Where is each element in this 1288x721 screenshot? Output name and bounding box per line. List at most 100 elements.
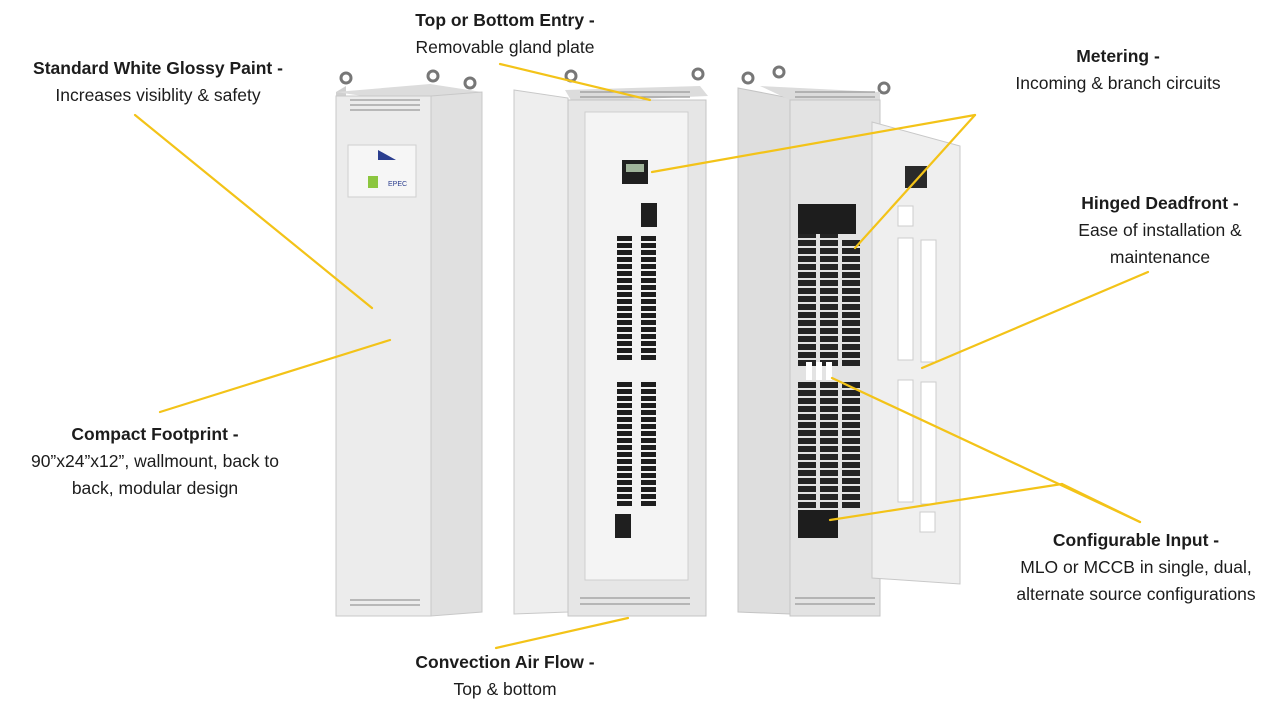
leader-line (853, 113, 977, 250)
breaker-module (842, 478, 860, 484)
breaker-module (820, 438, 838, 444)
closed-cabinet: EPEC (335, 69, 483, 617)
breaker-module (798, 406, 816, 412)
callout-title: Standard White Glossy Paint - (33, 58, 283, 78)
callout-metering: Metering - Incoming & branch circuits (983, 43, 1253, 97)
breaker-slot (617, 480, 632, 485)
breaker-module (798, 422, 816, 428)
breaker-slot (617, 306, 632, 311)
breaker-module (820, 240, 838, 246)
breaker-module (798, 296, 816, 302)
breaker-slot (641, 459, 656, 464)
breaker-module (842, 390, 860, 396)
breaker-module (798, 502, 816, 508)
breaker-module (798, 454, 816, 460)
breaker-slot (641, 313, 656, 318)
breaker-slot (641, 278, 656, 283)
breaker-slot (617, 334, 632, 339)
breaker-module (820, 304, 838, 310)
breaker-slot (617, 341, 632, 346)
breaker-slot (641, 417, 656, 422)
breaker-module (798, 390, 816, 396)
breaker-module (798, 398, 816, 404)
breaker-slot (617, 313, 632, 318)
breaker-module (798, 312, 816, 318)
breaker-module (798, 240, 816, 246)
breaker-module (820, 248, 838, 254)
breaker-module (820, 320, 838, 326)
breaker-module (798, 438, 816, 444)
breaker-module (820, 336, 838, 342)
breaker-module (842, 454, 860, 460)
callout-title: Convection Air Flow - (415, 652, 595, 672)
breaker-slot (641, 494, 656, 499)
breaker-module (842, 288, 860, 294)
breaker-module (798, 382, 816, 388)
breaker-slot (641, 306, 656, 311)
breaker-module (820, 470, 838, 476)
callout-hinged-deadfront: Hinged Deadfront - Ease of installation … (1045, 190, 1275, 271)
breaker-module (820, 390, 838, 396)
breaker-slot (641, 243, 656, 248)
brand-logo (347, 144, 417, 198)
leader-line (920, 270, 1150, 370)
breaker-slot (617, 487, 632, 492)
breaker-module (798, 232, 816, 238)
callout-description-line-1: MLO or MCCB in single, dual, (1020, 557, 1252, 577)
breaker-module (820, 288, 838, 294)
callout-compact-footprint: Compact Footprint - 90”x24”x12”, wallmou… (4, 421, 306, 502)
breaker-module (842, 328, 860, 334)
breaker-slot (641, 466, 656, 471)
breaker-module (820, 264, 838, 270)
breaker-module (842, 462, 860, 468)
breaker-module (842, 344, 860, 350)
breaker-module (798, 320, 816, 326)
breaker-slot (617, 459, 632, 464)
breaker-module (842, 414, 860, 420)
breaker-module (820, 272, 838, 278)
breaker-slot (641, 424, 656, 429)
callout-description-line-1: Ease of installation & (1078, 220, 1242, 240)
breaker-slot (617, 403, 632, 408)
leader-line (133, 113, 374, 310)
breaker-slot (617, 473, 632, 478)
breaker-module (798, 344, 816, 350)
leader-line (494, 616, 630, 650)
breaker-slot (641, 320, 656, 325)
breaker-slot (641, 410, 656, 415)
breaker-slot (617, 382, 632, 387)
breaker-slot (617, 466, 632, 471)
breaker-slot (641, 473, 656, 478)
breaker-slot (641, 292, 656, 297)
breaker-module (842, 352, 860, 358)
callout-configurable-input: Configurable Input - MLO or MCCB in sing… (988, 527, 1284, 608)
breaker-module (820, 502, 838, 508)
breaker-slot (617, 327, 632, 332)
open-door-cabinet (513, 67, 708, 617)
breaker-slot (617, 424, 632, 429)
callout-title: Configurable Input - (1052, 530, 1220, 550)
breaker-slot (617, 348, 632, 353)
breaker-module (820, 398, 838, 404)
breaker-slot (617, 243, 632, 248)
callout-description-line-2: alternate source configurations (1016, 584, 1256, 604)
breaker-module (820, 462, 838, 468)
breaker-module (842, 470, 860, 476)
breaker-module (842, 320, 860, 326)
breaker-slot (617, 410, 632, 415)
breaker-module (798, 328, 816, 334)
breaker-module (842, 360, 860, 366)
callout-top-bottom-entry: Top or Bottom Entry - Removable gland pl… (380, 7, 630, 61)
breaker-module (798, 478, 816, 484)
breaker-module (798, 304, 816, 310)
breaker-module (798, 494, 816, 500)
breaker-module (798, 248, 816, 254)
breaker-module (798, 486, 816, 492)
breaker-module (820, 406, 838, 412)
breaker-module (842, 336, 860, 342)
leader-line (498, 62, 652, 102)
callout-title: Metering - (1076, 46, 1160, 66)
breaker-slot (617, 389, 632, 394)
